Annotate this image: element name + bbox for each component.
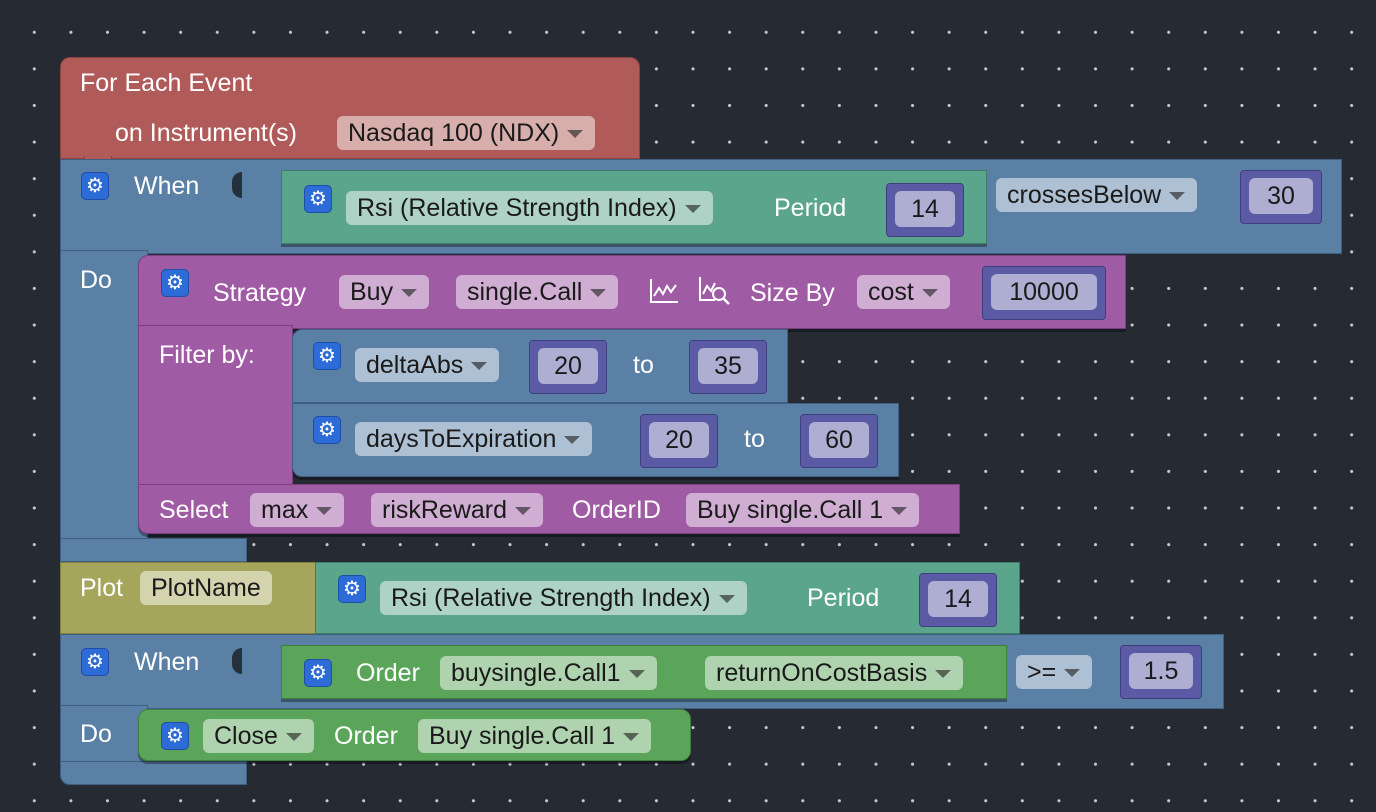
metric-dropdown[interactable]: returnOnCostBasis bbox=[705, 656, 964, 690]
when-block-1-body bbox=[60, 250, 148, 562]
plot-label: Plot bbox=[80, 574, 124, 602]
threshold-value[interactable]: 30 bbox=[1249, 178, 1313, 214]
gear-icon[interactable] bbox=[313, 416, 341, 444]
order-dropdown[interactable]: buysingle.Call1 bbox=[440, 656, 657, 690]
strategy-label: Strategy bbox=[213, 279, 307, 307]
to-label: to bbox=[633, 351, 654, 379]
filter-from-number[interactable]: 20 bbox=[640, 414, 718, 468]
filter-row-1[interactable]: deltaAbs 20 to 35 bbox=[292, 329, 788, 403]
select-field-dropdown[interactable]: riskReward bbox=[371, 493, 544, 527]
size-value-number[interactable]: 10000 bbox=[982, 266, 1106, 320]
filter-to-number[interactable]: 35 bbox=[689, 340, 767, 394]
size-by-label: Size By bbox=[750, 279, 835, 307]
instrument-label: on Instrument(s) bbox=[115, 119, 298, 147]
threshold-number-2[interactable]: 1.5 bbox=[1120, 645, 1202, 699]
gear-icon[interactable] bbox=[161, 722, 189, 750]
option-type-dropdown[interactable]: single.Call bbox=[456, 275, 619, 309]
size-value[interactable]: 10000 bbox=[991, 274, 1097, 310]
rsi-indicator-block[interactable]: Rsi (Relative Strength Index) Period 14 bbox=[281, 170, 987, 244]
to-label: to bbox=[744, 425, 765, 453]
filter-by-label: Filter by: bbox=[159, 341, 255, 369]
when-label-2: When bbox=[134, 648, 200, 676]
filter-field-dropdown[interactable]: deltaAbs bbox=[355, 348, 500, 382]
do-label-2: Do bbox=[80, 720, 112, 748]
size-by-dropdown[interactable]: cost bbox=[857, 275, 950, 309]
instrument-dropdown[interactable]: Nasdaq 100 (NDX) bbox=[337, 116, 596, 150]
plot-period-label: Period bbox=[807, 584, 880, 612]
plot-name-field[interactable]: PlotName bbox=[140, 571, 272, 605]
plot-block[interactable]: Plot PlotName bbox=[60, 562, 316, 634]
close-order-dropdown[interactable]: Buy single.Call 1 bbox=[418, 719, 652, 753]
plot-period-number[interactable]: 14 bbox=[919, 573, 997, 627]
select-agg-dropdown[interactable]: max bbox=[250, 493, 345, 527]
input-notch-icon bbox=[232, 648, 242, 674]
comparator-dropdown[interactable]: crossesBelow bbox=[996, 178, 1198, 212]
plot-indicator-dropdown[interactable]: Rsi (Relative Strength Index) bbox=[380, 581, 747, 615]
threshold-number[interactable]: 30 bbox=[1240, 170, 1322, 224]
order-condition-block[interactable]: Order buysingle.Call1 returnOnCostBasis bbox=[281, 645, 1007, 699]
comparator-dropdown-2[interactable]: >= bbox=[1016, 655, 1093, 689]
gear-icon[interactable] bbox=[304, 659, 332, 687]
do-label-1: Do bbox=[80, 266, 112, 294]
filter-to-value[interactable]: 35 bbox=[698, 348, 758, 384]
gear-icon[interactable] bbox=[304, 185, 332, 213]
close-order-label: Order bbox=[334, 722, 398, 750]
chart-icon[interactable] bbox=[648, 276, 680, 306]
select-label: Select bbox=[159, 496, 229, 524]
filter-from-value[interactable]: 20 bbox=[649, 422, 709, 458]
plot-indicator-block[interactable]: Rsi (Relative Strength Index) Period 14 bbox=[315, 562, 1020, 634]
close-order-block[interactable]: Close Order Buy single.Call 1 bbox=[138, 709, 691, 761]
gear-icon[interactable] bbox=[161, 269, 189, 297]
gear-icon[interactable] bbox=[81, 172, 109, 200]
gear-icon[interactable] bbox=[338, 575, 366, 603]
for-each-event-block[interactable]: For Each Event on Instrument(s) Nasdaq 1… bbox=[60, 57, 640, 159]
orderid-label: OrderID bbox=[572, 496, 661, 524]
when-label-1: When bbox=[134, 172, 200, 200]
chart-search-icon[interactable] bbox=[697, 274, 731, 306]
filter-to-value[interactable]: 60 bbox=[809, 422, 869, 458]
direction-dropdown[interactable]: Buy bbox=[339, 275, 430, 309]
orderid-dropdown[interactable]: Buy single.Call 1 bbox=[686, 493, 920, 527]
filter-to-number[interactable]: 60 bbox=[800, 414, 878, 468]
input-notch-icon bbox=[232, 172, 242, 198]
order-label: Order bbox=[356, 659, 420, 687]
gear-icon[interactable] bbox=[313, 342, 341, 370]
indicator-dropdown[interactable]: Rsi (Relative Strength Index) bbox=[346, 191, 713, 225]
plot-period-value[interactable]: 14 bbox=[928, 581, 988, 617]
threshold-value-2[interactable]: 1.5 bbox=[1129, 653, 1193, 689]
filter-from-number[interactable]: 20 bbox=[529, 340, 607, 394]
filter-row-2[interactable]: daysToExpiration 20 to 60 bbox=[292, 403, 899, 477]
period-label: Period bbox=[774, 194, 847, 222]
when-block-2-footer bbox=[60, 761, 247, 785]
strategy-block[interactable] bbox=[138, 255, 1126, 329]
when-block-1-footer bbox=[60, 538, 247, 562]
filter-from-value[interactable]: 20 bbox=[538, 348, 598, 384]
gear-icon[interactable] bbox=[81, 648, 109, 676]
filter-field-dropdown[interactable]: daysToExpiration bbox=[355, 422, 593, 456]
action-dropdown[interactable]: Close bbox=[203, 719, 314, 753]
period-value[interactable]: 14 bbox=[895, 191, 955, 227]
strategy-body bbox=[138, 325, 293, 490]
period-number[interactable]: 14 bbox=[886, 183, 964, 237]
event-title: For Each Event bbox=[80, 69, 253, 97]
